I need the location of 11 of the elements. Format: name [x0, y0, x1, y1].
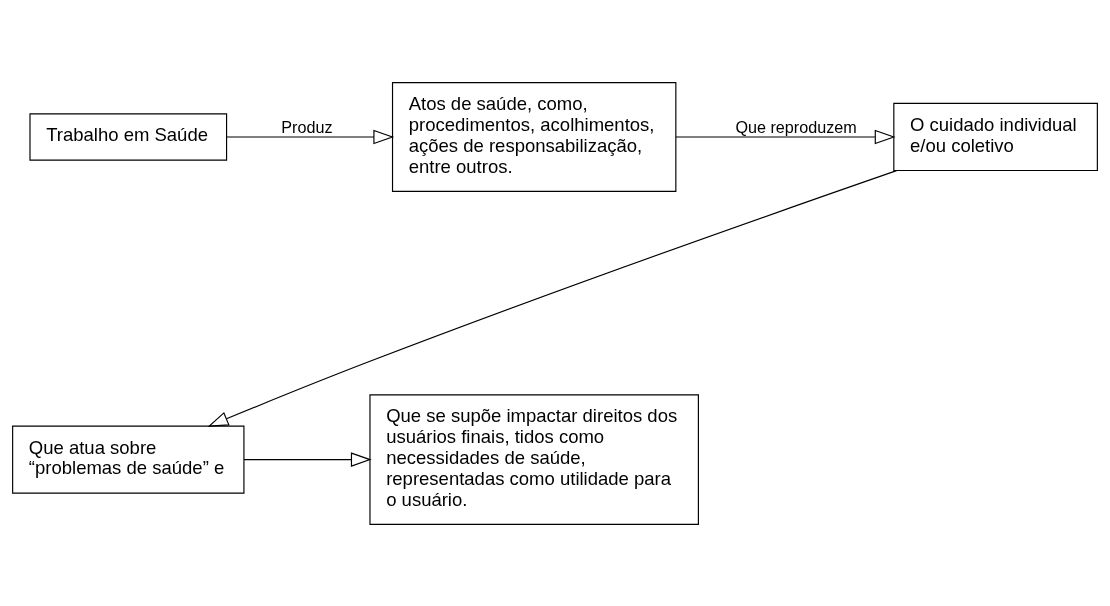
node-box: Trabalho em Saúde [29, 112, 228, 161]
node-box: Atos de saúde, como, procedimentos, acolhimentos, ações de responsabilização, entre outros. [391, 81, 677, 192]
arrow [207, 169, 898, 427]
edge-label: Produz [281, 117, 333, 136]
edge-label: Que reproduzem [735, 117, 857, 136]
node-box: Que atua sobre “problemas de saúde” e [12, 425, 245, 494]
node-box: Que se supõe impactar direitos dos usuários finais, tidos como necessidades de saúde, representadas como utilidade para o usuário. [369, 393, 699, 525]
arrow [243, 451, 372, 467]
arrow [675, 129, 896, 144]
node-box: O cuidado individual e/ou coletivo [893, 102, 1098, 171]
arrow [226, 129, 395, 144]
